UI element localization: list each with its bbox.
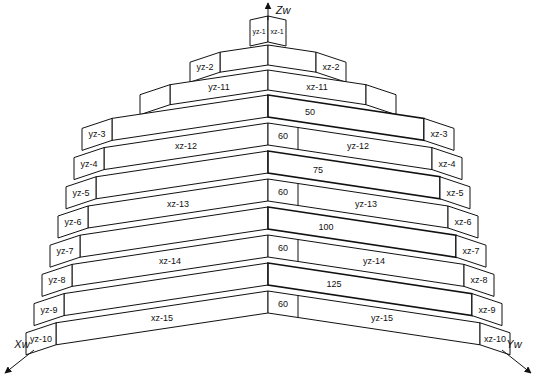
face-label: xz-13 bbox=[167, 199, 189, 208]
face-label: yz-3 bbox=[88, 130, 105, 139]
face-label: xz-11 bbox=[306, 83, 327, 92]
block-divider bbox=[298, 128, 299, 150]
face-label: yz-11 bbox=[208, 83, 229, 92]
face-label: 75 bbox=[313, 165, 323, 174]
face-label: 60 bbox=[278, 244, 288, 253]
face-label: xz-4 bbox=[438, 159, 455, 168]
block-divider bbox=[298, 240, 299, 262]
face-label: xz-6 bbox=[454, 218, 471, 227]
step-end-face bbox=[34, 294, 64, 326]
face-label: yz-6 bbox=[64, 218, 81, 227]
face-label: yz-4 bbox=[80, 159, 97, 168]
apex-cube-face bbox=[268, 16, 286, 46]
step-face bbox=[268, 291, 480, 345]
face-label: yz-7 bbox=[56, 247, 73, 256]
step-end-face bbox=[440, 177, 470, 209]
face-label: yz-9 bbox=[40, 305, 57, 314]
step-face bbox=[56, 291, 268, 345]
block-divider bbox=[298, 296, 299, 318]
face-label: 50 bbox=[305, 108, 315, 117]
face-label: xz-9 bbox=[478, 305, 495, 314]
face-label: yz-13 bbox=[355, 199, 377, 208]
face-label: xz-2 bbox=[322, 63, 339, 72]
step-end-face bbox=[50, 235, 80, 267]
step-end-face bbox=[464, 264, 494, 296]
step-end-face bbox=[42, 264, 72, 296]
step-face bbox=[220, 45, 268, 72]
step-end-face bbox=[480, 323, 510, 355]
face-label: yz-1 bbox=[252, 28, 265, 35]
axis-label: Yw bbox=[506, 339, 521, 350]
face-label: yz-15 bbox=[371, 313, 393, 322]
apex-cube-face bbox=[250, 16, 268, 46]
face-label: xz-10 bbox=[484, 334, 506, 343]
face-label: 60 bbox=[278, 132, 288, 141]
step-face bbox=[268, 45, 316, 72]
step-end-face bbox=[74, 148, 104, 180]
step-end-face bbox=[432, 148, 462, 180]
face-label: 60 bbox=[278, 188, 288, 197]
face-label: xz-12 bbox=[175, 142, 197, 151]
face-label: yz-2 bbox=[196, 63, 213, 72]
step-end-face bbox=[456, 235, 486, 267]
face-label: yz-5 bbox=[72, 188, 89, 197]
axis-label: Xw bbox=[14, 339, 29, 350]
x-axis bbox=[5, 350, 34, 373]
axis-label: Zw bbox=[276, 5, 291, 16]
face-label: yz-12 bbox=[347, 142, 369, 151]
face-label: xz-8 bbox=[470, 276, 487, 285]
face-label: 100 bbox=[318, 222, 333, 231]
face-label: yz-10 bbox=[30, 334, 52, 343]
step-end-face bbox=[424, 118, 454, 150]
step-end-face bbox=[448, 206, 478, 238]
face-label: yz-8 bbox=[48, 276, 65, 285]
face-label: xz-15 bbox=[151, 313, 173, 322]
z-axis bbox=[268, 3, 269, 20]
face-label: xz-5 bbox=[446, 188, 463, 197]
face-label: yz-14 bbox=[363, 256, 385, 265]
face-label: xz-3 bbox=[430, 130, 447, 139]
face-label: xz-14 bbox=[159, 256, 181, 265]
face-label: xz-1 bbox=[270, 28, 283, 35]
step-end-face bbox=[472, 294, 502, 326]
step-end-face bbox=[66, 177, 96, 209]
step-end-face bbox=[58, 206, 88, 238]
face-label: xz-7 bbox=[462, 247, 479, 256]
step-end-face bbox=[26, 323, 56, 355]
step-end-face bbox=[82, 118, 112, 150]
y-axis bbox=[502, 350, 531, 373]
block-divider bbox=[298, 184, 299, 206]
face-label: 125 bbox=[326, 279, 341, 288]
face-label: 60 bbox=[278, 300, 288, 309]
